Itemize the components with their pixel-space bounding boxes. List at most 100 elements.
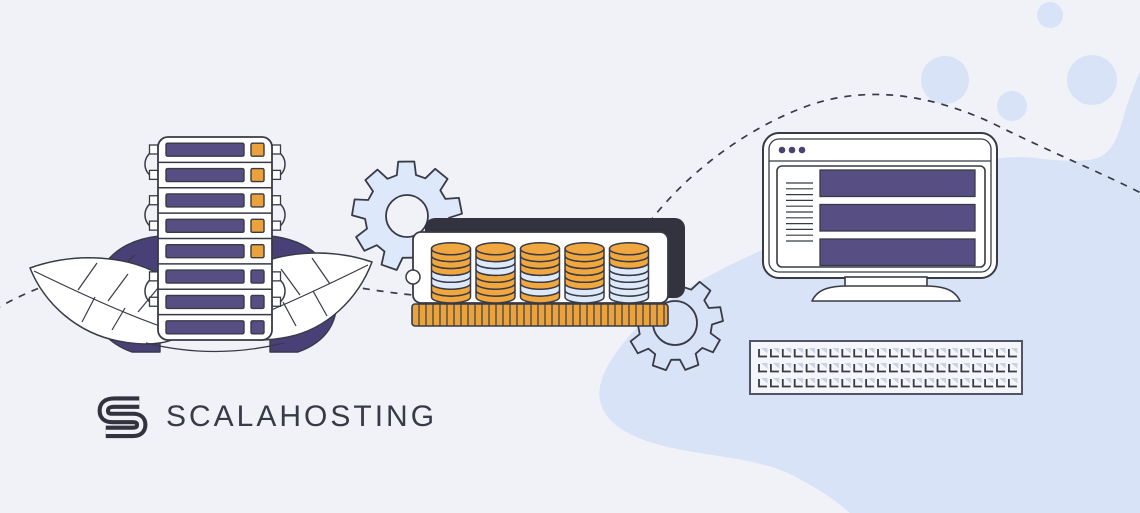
key-edge — [758, 349, 767, 358]
coin-stack — [475, 241, 516, 304]
key-highlight — [880, 378, 887, 384]
key-highlight — [784, 378, 792, 384]
keyboard-illustration — [749, 340, 1023, 395]
keyboard-key — [793, 378, 804, 388]
key-edge — [889, 349, 898, 358]
server-side-tab — [271, 169, 282, 181]
key-edge — [936, 379, 946, 388]
server-side-tab — [148, 271, 159, 282]
key-highlight — [1010, 378, 1018, 384]
coin-stacks — [430, 241, 650, 304]
keyboard-key — [781, 363, 792, 373]
keyboard-key — [865, 378, 875, 388]
key-edge — [781, 379, 791, 388]
key-highlight — [761, 363, 768, 369]
key-edge — [793, 364, 803, 373]
monitor-inner-frame — [768, 138, 992, 273]
key-highlight — [1010, 348, 1018, 354]
keyboard-key — [758, 348, 768, 358]
key-highlight — [915, 378, 923, 384]
keyboard-key — [817, 363, 827, 373]
key-highlight — [903, 363, 911, 369]
keyboard-key — [877, 348, 887, 358]
server-side-tab — [271, 144, 282, 155]
keyboard-key — [972, 378, 982, 388]
keyboard-key — [996, 348, 1006, 358]
keyboard-key — [960, 348, 970, 358]
brand-wordmark: SCALAHOSTING — [166, 400, 438, 433]
key-edge — [996, 379, 1005, 388]
keyboard-key — [912, 378, 923, 388]
background-circle — [1037, 2, 1063, 28]
key-edge — [781, 349, 791, 358]
keyboard-key — [889, 363, 899, 373]
key-edge — [817, 349, 827, 358]
key-edge — [853, 379, 863, 388]
keyboard-key — [924, 378, 935, 388]
key-highlight — [987, 363, 994, 369]
background-circle — [1067, 55, 1117, 105]
keyboard-key — [984, 363, 994, 373]
keyboard-key — [781, 378, 792, 388]
keyboard-key — [829, 348, 839, 358]
keyboard-key — [770, 378, 780, 388]
keyboard-key — [817, 348, 827, 358]
key-edge — [889, 364, 898, 373]
key-edge — [817, 379, 827, 388]
server-slot-led — [250, 167, 265, 183]
keyboard-key — [781, 348, 792, 358]
key-highlight — [868, 378, 875, 384]
key-highlight — [999, 348, 1006, 354]
server-slot-led — [250, 320, 265, 335]
server-side-tab — [271, 195, 282, 206]
keyboard-key — [912, 348, 923, 358]
key-highlight — [963, 363, 970, 369]
key-edge — [841, 349, 851, 358]
key-edge — [865, 364, 875, 373]
key-edge — [829, 379, 839, 388]
key-highlight — [784, 348, 792, 354]
server-slot-bar — [165, 320, 245, 335]
keyboard-key — [805, 363, 816, 373]
key-highlight — [927, 348, 935, 354]
key-highlight — [975, 378, 982, 384]
keyboard-key — [841, 348, 851, 358]
keyboard-key — [853, 363, 863, 373]
coin-top — [430, 241, 472, 256]
keyboard-key — [829, 363, 839, 373]
content-bar — [819, 169, 976, 198]
key-edge — [770, 364, 779, 373]
key-highlight — [761, 378, 768, 384]
key-highlight — [844, 378, 851, 384]
key-edge — [877, 379, 886, 388]
screen-content-bars — [819, 169, 976, 267]
key-highlight — [880, 363, 887, 369]
keyboard-key — [984, 348, 994, 358]
server-slot-bar — [165, 218, 245, 234]
keyboard-key — [793, 348, 804, 358]
key-highlight — [761, 348, 768, 354]
server-slot-led — [250, 218, 265, 234]
key-edge — [996, 349, 1005, 358]
key-edge — [900, 364, 910, 373]
server-slot-bar — [165, 243, 245, 259]
key-highlight — [808, 363, 816, 369]
key-edge — [972, 364, 982, 373]
key-edge — [829, 364, 839, 373]
key-edge — [817, 364, 827, 373]
background-circle — [997, 91, 1027, 121]
coin-stack — [564, 241, 605, 304]
keyboard-key — [865, 363, 875, 373]
coin-stack — [608, 241, 650, 304]
key-highlight — [832, 378, 839, 384]
keyboard-key — [805, 348, 816, 358]
key-edge — [912, 379, 922, 388]
window-dot — [788, 146, 796, 154]
key-edge — [793, 349, 803, 358]
monitor-stand-base — [811, 285, 961, 302]
server-side-tab — [271, 296, 282, 307]
key-edge — [972, 349, 982, 358]
keyboard-key — [972, 363, 982, 373]
keyboard-key — [960, 363, 970, 373]
